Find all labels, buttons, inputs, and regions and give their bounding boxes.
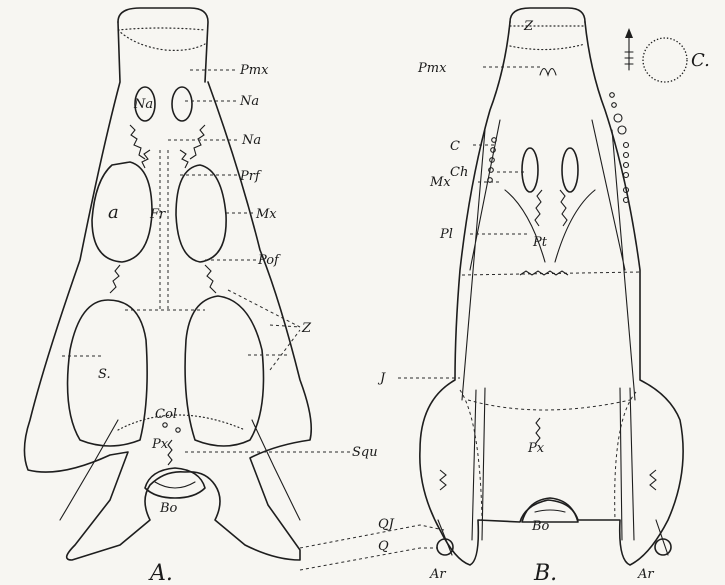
label-a-bo: Bo: [159, 501, 178, 516]
label-b-bo: Bo: [531, 519, 550, 534]
label-a-pmx: Pmx: [239, 63, 269, 78]
figure-b: [420, 8, 683, 565]
label-b-c: C: [450, 139, 460, 154]
label-a-na1: Na: [239, 94, 259, 109]
label-b-pt: Pt: [532, 235, 548, 250]
caption-a: A.: [148, 561, 173, 585]
a-fossa-right: [185, 296, 263, 446]
figure-a: [24, 8, 311, 560]
label-a-z: Z: [301, 321, 312, 336]
a-snout-tip: [118, 8, 208, 82]
a-naris-right: [172, 87, 192, 121]
b-skull-outline: [420, 22, 683, 565]
caption-b: B.: [533, 561, 557, 585]
inset-circle: [643, 38, 687, 82]
label-a-na-small: Na: [133, 97, 153, 112]
label-b-j: J: [377, 371, 386, 386]
b-choana-right: [562, 148, 578, 192]
label-a-fr: Fr: [149, 207, 166, 222]
label-a-mx: Mx: [255, 207, 277, 222]
label-a-s: S.: [98, 367, 111, 382]
label-b-pmx: Pmx: [417, 61, 447, 76]
label-a-prf: Prf: [239, 169, 262, 184]
a-orbit-left: [92, 162, 152, 262]
label-a-na2: Na: [241, 133, 261, 148]
label-b-pl: Pl: [439, 227, 453, 242]
a-orbit-right: [176, 165, 226, 262]
label-b-ar-right: Ar: [637, 567, 654, 582]
label-b-mx: Mx: [429, 175, 451, 190]
caption-c: C.: [691, 50, 710, 71]
label-a-squ: Squ: [352, 445, 378, 460]
label-a-a: a: [108, 202, 119, 223]
label-a-px: Px: [151, 437, 169, 452]
b-choana-left: [522, 148, 538, 192]
label-a-pof: Pof: [257, 253, 281, 268]
inset-c: [625, 28, 687, 82]
label-b-ar-left: Ar: [429, 567, 446, 582]
label-b-z: Z: [523, 19, 534, 34]
label-a-qj: QJ: [378, 517, 395, 532]
label-b-ch: Ch: [450, 165, 468, 180]
b-snout-tip: [510, 8, 585, 22]
label-a-col: Col: [155, 407, 177, 422]
label-b-px: Px: [527, 441, 545, 456]
labels-figure-b: Z Pmx C Ch Mx Pl Pt J Px Bo Ar B. Ar: [377, 19, 654, 585]
label-a-q: Q: [378, 539, 389, 554]
